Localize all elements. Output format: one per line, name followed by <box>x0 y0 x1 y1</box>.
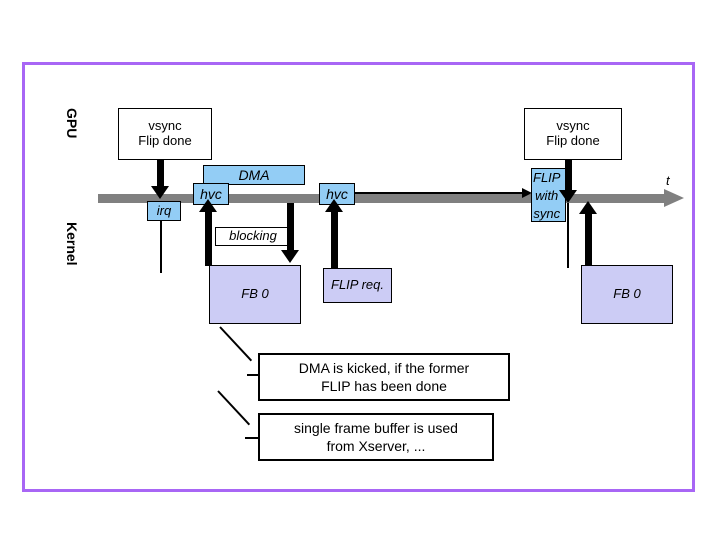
leader-stub-note-dma <box>247 374 260 376</box>
note-single-framebuffer: single frame buffer is used from Xserver… <box>258 413 494 461</box>
arrow-hvc2-to-flip-shaft <box>355 192 523 194</box>
vsync-right-line1: vsync <box>556 118 590 134</box>
buffer-flip-request: FLIP req. <box>323 268 392 303</box>
irq-dropline <box>160 221 162 273</box>
lane-label-gpu: GPU <box>64 108 80 139</box>
arrow-fb0-to-hvc1-head <box>199 199 217 212</box>
buffer-fb0-right: FB 0 <box>581 265 673 324</box>
flip-with-sync-line3: sync <box>533 205 561 221</box>
arrow-vsync-right-shaft <box>565 160 572 193</box>
vsync-left-line1: vsync <box>148 118 182 134</box>
event-irq: irq <box>147 201 181 221</box>
arrow-vsync-to-irq-shaft <box>157 160 164 188</box>
arrow-vsync-to-irq-head <box>151 186 169 199</box>
arrow-dma-to-fb0-shaft <box>287 203 294 251</box>
flip-with-sync-line1: FLIP <box>533 170 561 185</box>
arrow-hvc2-to-flip-head <box>522 188 532 198</box>
flip-with-sync-line2: with <box>535 187 559 203</box>
label-blocking: blocking <box>215 227 291 246</box>
arrow-fb0-right-to-timeline-shaft <box>585 212 592 267</box>
note-dma-line1: DMA is kicked, if the former <box>298 359 470 376</box>
buffer-fb0-left: FB 0 <box>209 265 301 324</box>
timeline-axis <box>98 194 668 203</box>
arrow-flipreq-to-hvc2-head <box>325 199 343 212</box>
vsync-left-line2: Flip done <box>138 133 192 148</box>
arrow-fb0-to-hvc1-shaft <box>205 210 212 266</box>
slide-frame-border <box>22 62 695 492</box>
event-vsync-flip-done-left: vsync Flip done <box>118 108 212 160</box>
arrow-flipreq-to-hvc2-shaft <box>331 210 338 268</box>
leader-stub-note-fb <box>245 437 260 439</box>
arrow-vsync-right-head <box>559 190 577 203</box>
vsync-right-line2: Flip done <box>546 133 600 148</box>
event-dma: DMA <box>203 165 305 185</box>
event-vsync-flip-done-right: vsync Flip done <box>524 108 622 160</box>
lane-label-kernel: Kernel <box>64 222 80 266</box>
note-dma-kick: DMA is kicked, if the former FLIP has be… <box>258 353 510 401</box>
arrow-dma-to-fb0-head <box>281 250 299 263</box>
flip-sync-dropline <box>567 203 569 268</box>
note-fb-line2: from Xserver, ... <box>326 438 426 454</box>
note-fb-line1: single frame buffer is used <box>294 419 458 436</box>
note-dma-line2: FLIP has been done <box>321 378 447 394</box>
timeline-axis-label: t <box>666 173 670 188</box>
arrow-fb0-right-to-timeline-head <box>579 201 597 214</box>
timeline-arrowhead-icon <box>664 189 684 207</box>
